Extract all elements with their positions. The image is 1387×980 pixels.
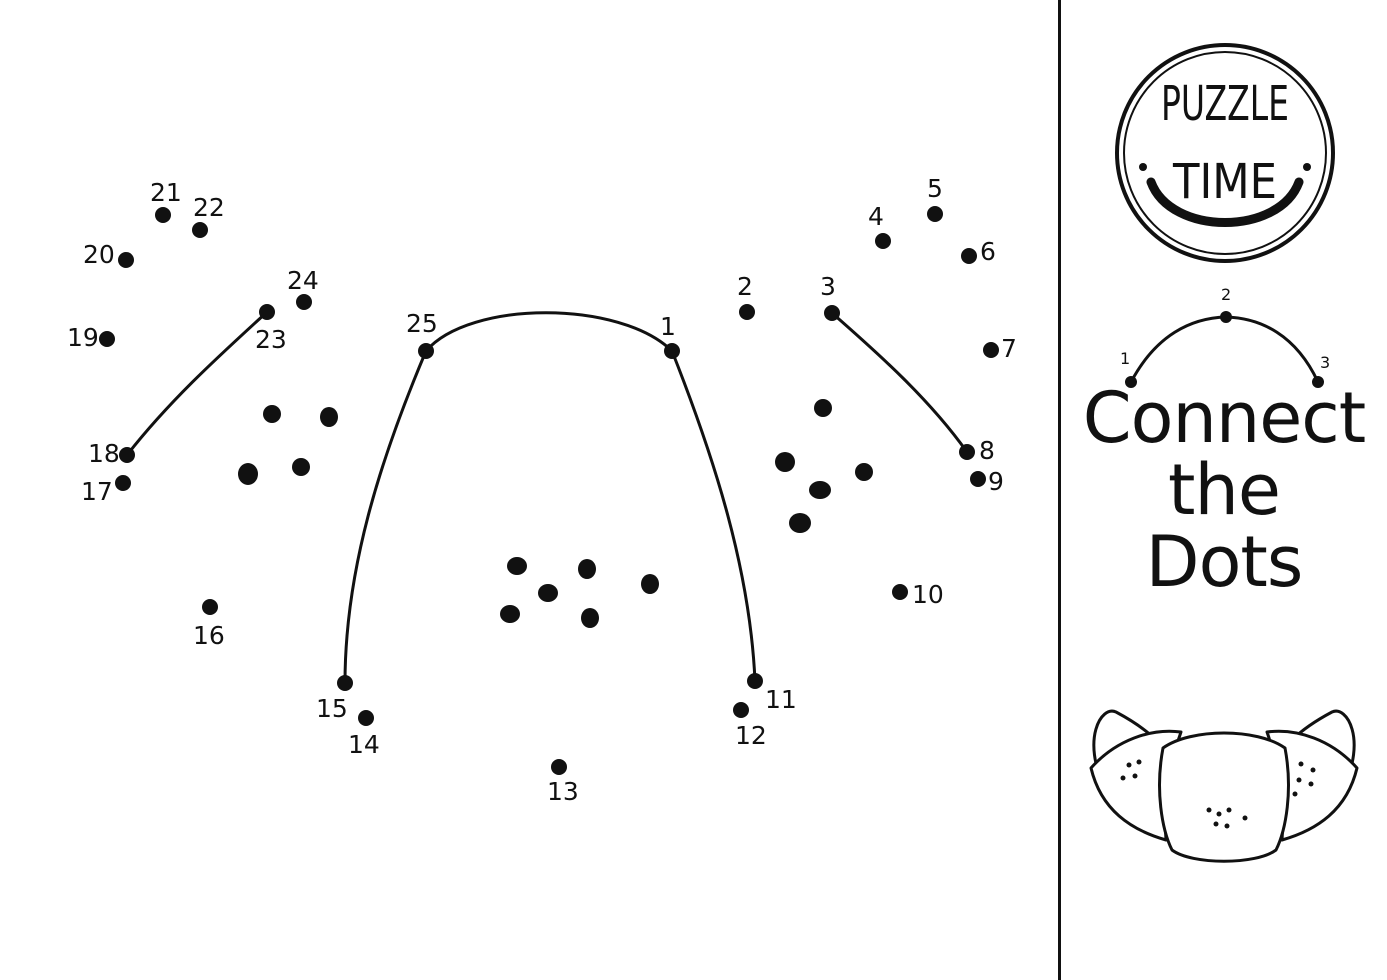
dot-25 (418, 343, 434, 359)
dot-label-3: 3 (820, 272, 836, 301)
dot-6 (961, 248, 977, 264)
dot-11 (747, 673, 763, 689)
dot-23 (259, 304, 275, 320)
guide-line-25-15 (343, 350, 428, 684)
dot-label-18: 18 (88, 439, 120, 468)
dot-label-14: 14 (348, 730, 380, 759)
example-number-3: 3 (1320, 353, 1330, 372)
panel-divider (1058, 0, 1061, 980)
dot-label-19: 19 (67, 323, 99, 352)
dot-label-21: 21 (150, 178, 182, 207)
dot-label-25: 25 (406, 309, 438, 338)
dot-21 (155, 207, 171, 223)
dot-19 (99, 331, 115, 347)
dot-label-9: 9 (988, 467, 1004, 496)
dot-7 (983, 342, 999, 358)
dot-13 (551, 759, 567, 775)
dot-label-15: 15 (316, 694, 348, 723)
guide-line-3-8 (831, 311, 969, 453)
dot-12 (733, 702, 749, 718)
smile-icon (1146, 177, 1304, 227)
example-number-1: 1 (1120, 349, 1130, 368)
dot-22 (192, 222, 208, 238)
dot-label-17: 17 (81, 477, 113, 506)
dot-label-1: 1 (660, 312, 676, 341)
guide-line-23-18 (125, 310, 269, 456)
dot-label-7: 7 (1001, 334, 1017, 363)
dot-5 (927, 206, 943, 222)
dot-label-5: 5 (927, 174, 943, 203)
puzzle-time-badge: PUZZLE TIME (1115, 43, 1335, 263)
dot-label-6: 6 (980, 237, 996, 266)
dot-15 (337, 675, 353, 691)
badge-line-2: TIME (1172, 154, 1277, 210)
dot-label-4: 4 (868, 202, 884, 231)
dot-label-24: 24 (287, 266, 319, 295)
croissant-icon (1089, 709, 1359, 863)
dot-10 (892, 584, 908, 600)
dot-14 (358, 710, 374, 726)
dot-label-10: 10 (912, 580, 944, 609)
dot-4 (875, 233, 891, 249)
example-arc: 1 2 3 (1120, 285, 1330, 388)
dot-9 (970, 471, 986, 487)
dot-label-20: 20 (83, 240, 115, 269)
title-line-connect: Connect (1082, 377, 1366, 459)
example-number-2: 2 (1221, 285, 1231, 304)
title-line-dots: Dots (1145, 521, 1304, 603)
dot-label-16: 16 (193, 621, 225, 650)
dot-label-8: 8 (979, 436, 995, 465)
badge-dot-left (1139, 163, 1147, 171)
guide-line-1-11 (670, 350, 757, 682)
dot-3 (824, 305, 840, 321)
dot-label-2: 2 (737, 272, 753, 301)
dot-17 (115, 475, 131, 491)
dot-1 (664, 343, 680, 359)
guide-line-25-1 (424, 311, 674, 353)
dot-20 (118, 252, 134, 268)
dot-label-11: 11 (765, 685, 797, 714)
dot-label-22: 22 (193, 193, 225, 222)
dot-2 (739, 304, 755, 320)
dot-18 (119, 447, 135, 463)
dot-8 (959, 444, 975, 460)
dot-label-13: 13 (547, 777, 579, 806)
dot-label-12: 12 (735, 721, 767, 750)
badge-dot-right (1303, 163, 1311, 171)
dot-label-23: 23 (255, 325, 287, 354)
dot-16 (202, 599, 218, 615)
dot-24 (296, 294, 312, 310)
title-line-the: the (1168, 449, 1281, 531)
badge-line-1: PUZZLE (1161, 76, 1289, 132)
pastry-speckles (238, 399, 873, 628)
sidebar-panel: PUZZLE TIME 1 2 3 Connect the Dots (1061, 0, 1387, 980)
